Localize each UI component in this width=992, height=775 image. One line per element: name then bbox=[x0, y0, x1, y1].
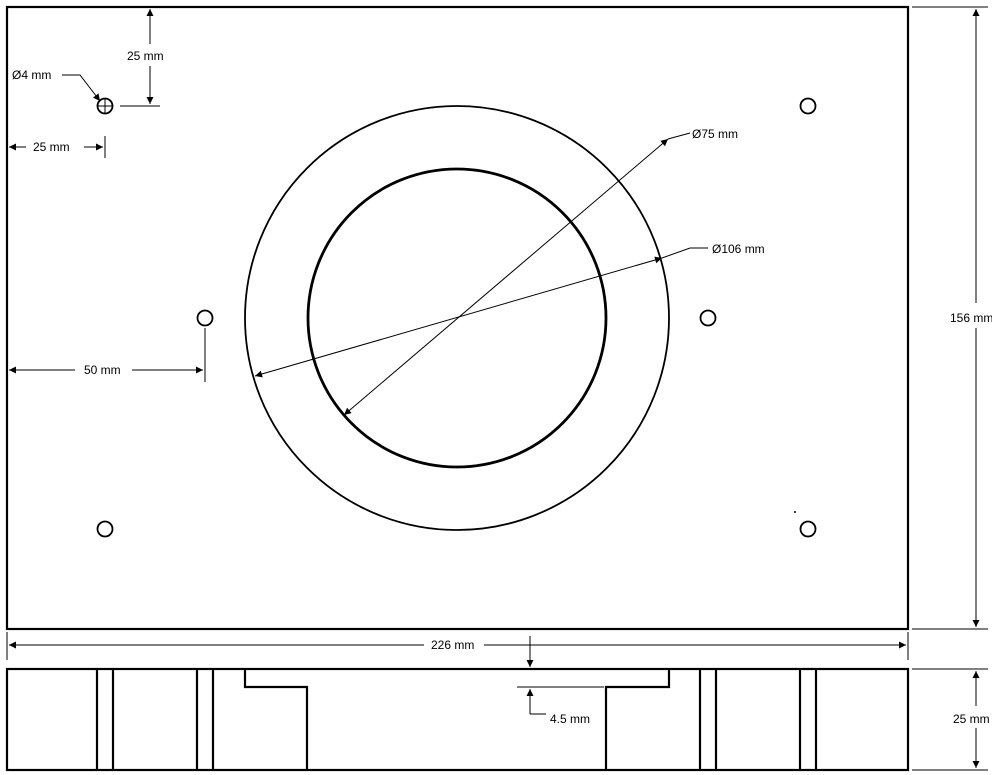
width-dimension: 226 mm bbox=[6, 632, 909, 660]
outer-circle bbox=[244, 105, 670, 531]
inner-diameter-dimension: Ø75 mm bbox=[343, 127, 738, 416]
recess-depth-label: 4.5 mm bbox=[550, 712, 590, 726]
height-label: 156 mm bbox=[950, 311, 992, 325]
stray-dot bbox=[794, 511, 796, 513]
side-hole-offset-dimension: 50 mm bbox=[9, 328, 206, 382]
mounting-hole-mid-left bbox=[196, 309, 214, 327]
inner-diameter-label: Ø75 mm bbox=[692, 127, 738, 141]
mounting-hole-top-right bbox=[799, 97, 817, 115]
side-outline bbox=[5, 667, 910, 772]
outer-diameter-label: Ø106 mm bbox=[712, 242, 765, 256]
hole-diameter-dimension: Ø4 mm bbox=[12, 68, 101, 102]
top-view: Ø4 mm 25 mm 25 mm Ø75 mm Ø106 mm bbox=[5, 5, 992, 660]
hole-left-offset-label: 25 mm bbox=[33, 140, 70, 154]
mounting-hole-bottom-right bbox=[799, 520, 817, 538]
thickness-label: 25 mm bbox=[953, 712, 990, 726]
recess-step-left bbox=[243, 669, 309, 770]
recess-step-right bbox=[604, 669, 671, 770]
mounting-hole-mid-right bbox=[699, 309, 717, 327]
width-label: 226 mm bbox=[431, 638, 474, 652]
recess-depth-dimension: 4.5 mm bbox=[517, 636, 604, 726]
side-hole-offset-label: 50 mm bbox=[84, 363, 121, 377]
side-view: 4.5 mm 25 mm bbox=[5, 636, 990, 772]
hole-top-offset-dimension: 25 mm bbox=[120, 9, 164, 107]
plate-outline bbox=[5, 5, 910, 631]
hole-left-offset-dimension: 25 mm bbox=[9, 136, 106, 158]
outer-diameter-dimension: Ø106 mm bbox=[254, 242, 765, 378]
inner-circle bbox=[306, 167, 608, 469]
height-dimension: 156 mm bbox=[912, 6, 992, 630]
thickness-dimension: 25 mm bbox=[912, 668, 990, 771]
mounting-hole-bottom-left bbox=[96, 520, 114, 538]
hole-diameter-label: Ø4 mm bbox=[12, 68, 51, 82]
hole-top-offset-label: 25 mm bbox=[127, 49, 164, 63]
